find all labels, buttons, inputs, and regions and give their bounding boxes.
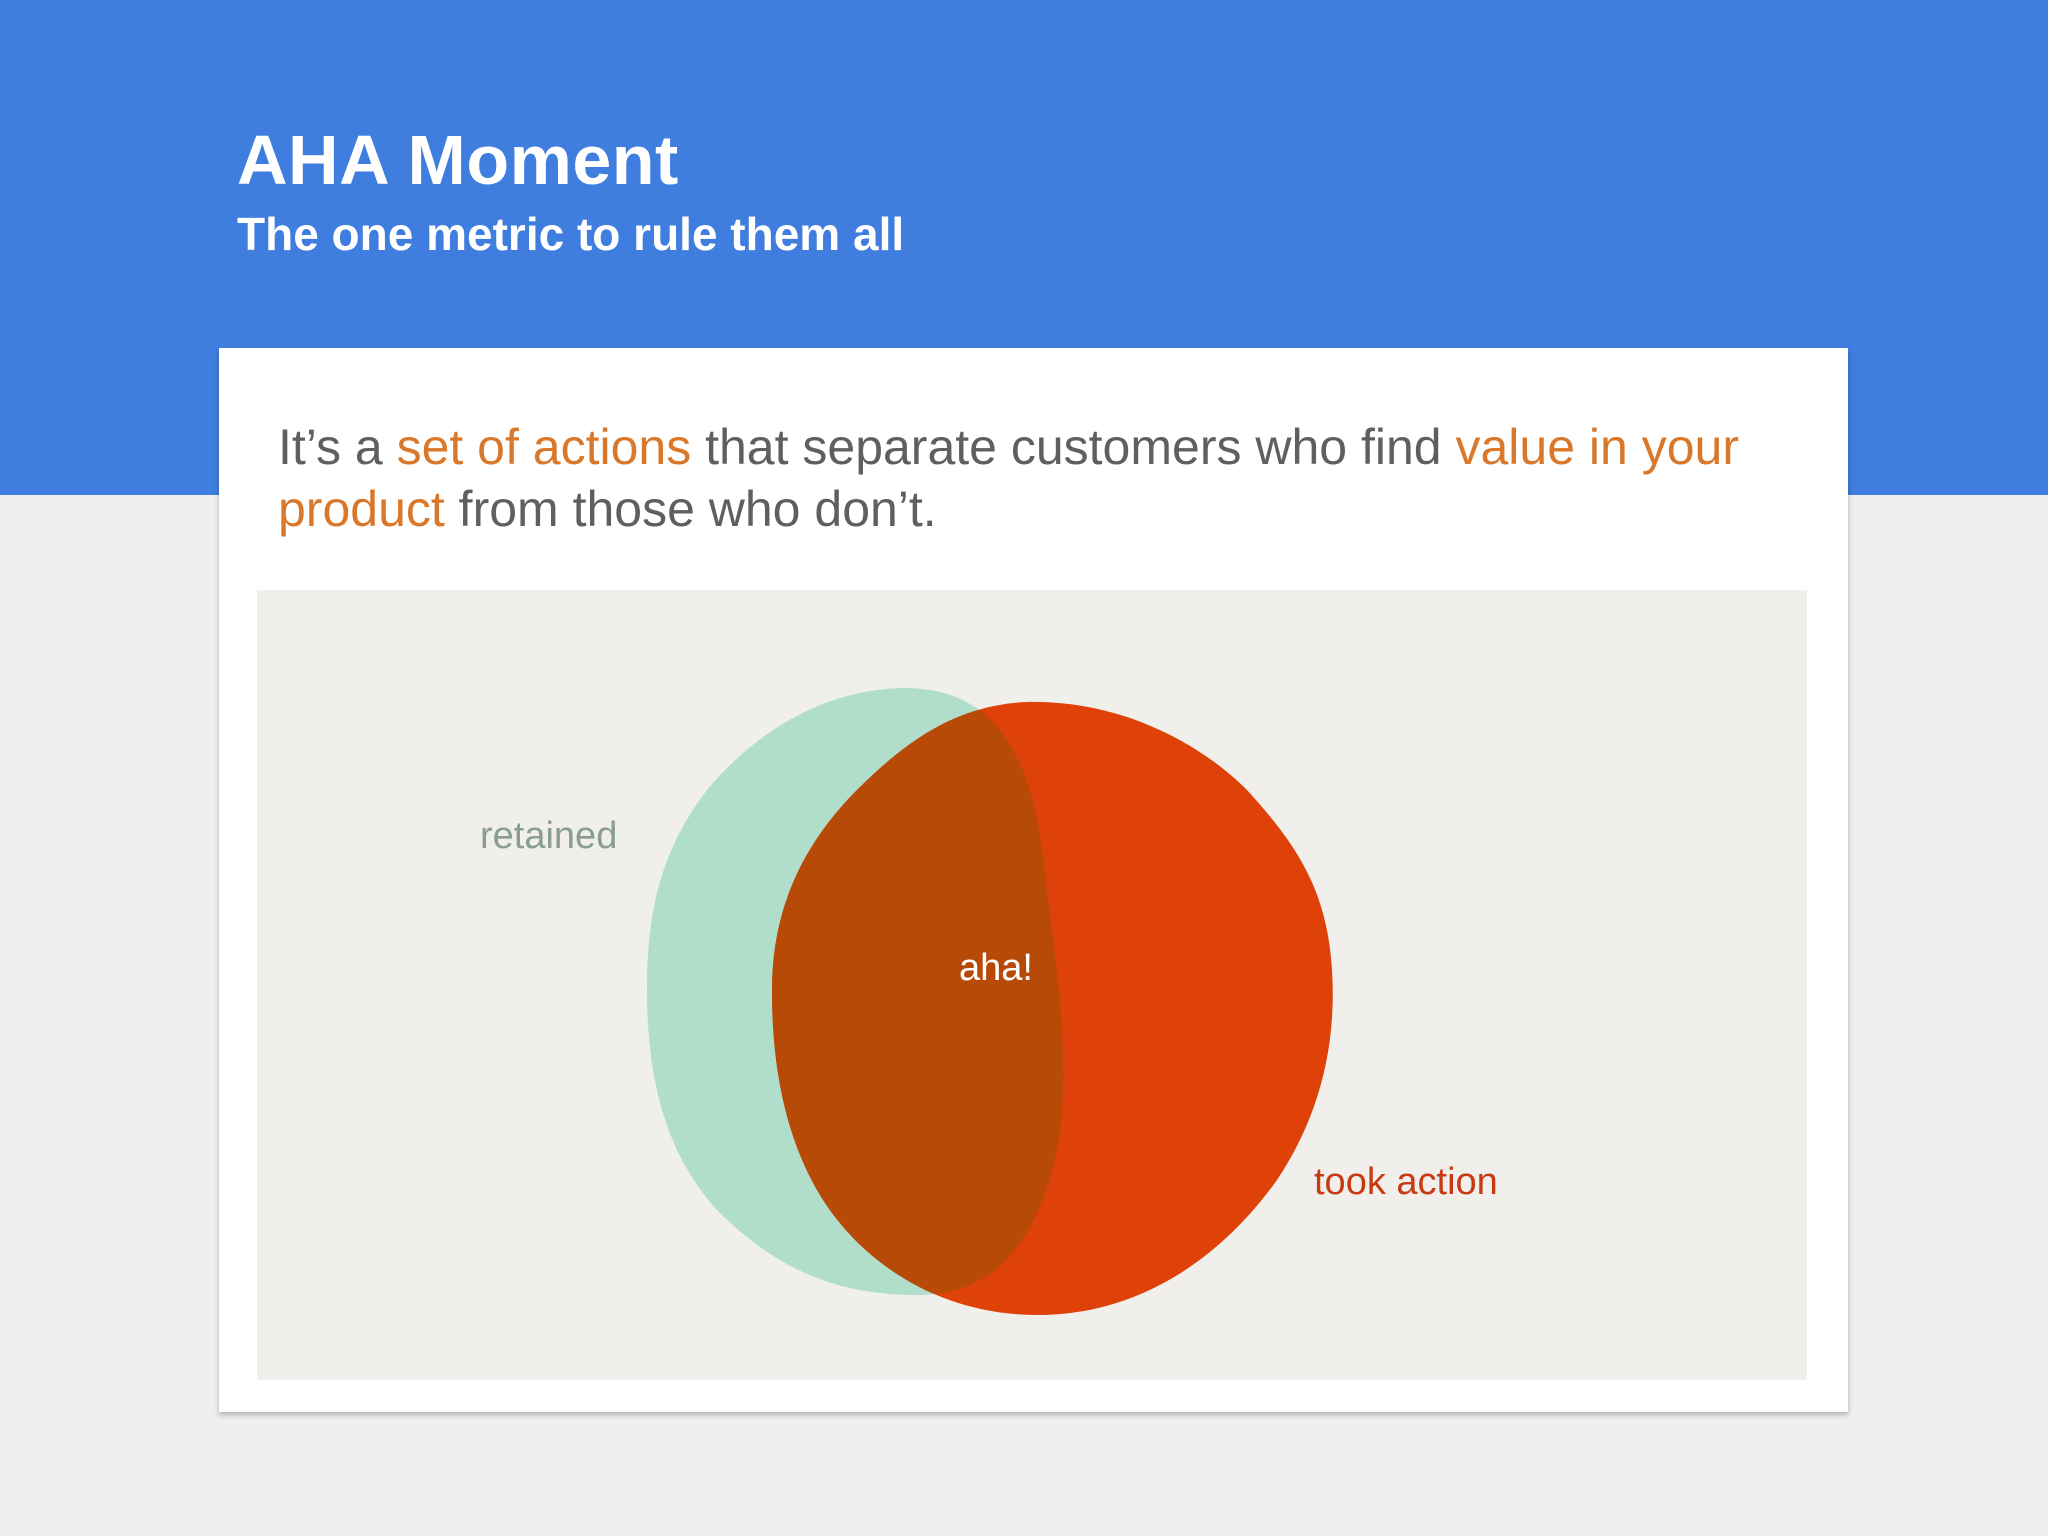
- venn-diagram-figure: retained aha! took action: [257, 590, 1807, 1380]
- took-action-label: took action: [1314, 1161, 1498, 1203]
- content-card: It’s a set of actions that separate cust…: [219, 348, 1848, 1412]
- retained-label: retained: [480, 815, 617, 857]
- lead-part-3: from those who don’t.: [444, 481, 937, 537]
- lead-text: It’s a set of actions that separate cust…: [278, 416, 1798, 540]
- slide-subtitle: The one metric to rule them all: [237, 208, 905, 260]
- lead-highlight-value: value in your product: [278, 419, 1739, 537]
- intersection-label: aha!: [959, 947, 1033, 989]
- lead-highlight-set-of-actions: set of actions: [396, 419, 692, 475]
- venn-diagram: retained aha! took action: [480, 688, 1498, 1315]
- lead-part-1: It’s a: [278, 419, 397, 475]
- slide-title: AHA Moment: [237, 121, 679, 199]
- intersection-shape: [772, 701, 1064, 1295]
- lead-part-2: that separate customers who find: [691, 419, 1456, 475]
